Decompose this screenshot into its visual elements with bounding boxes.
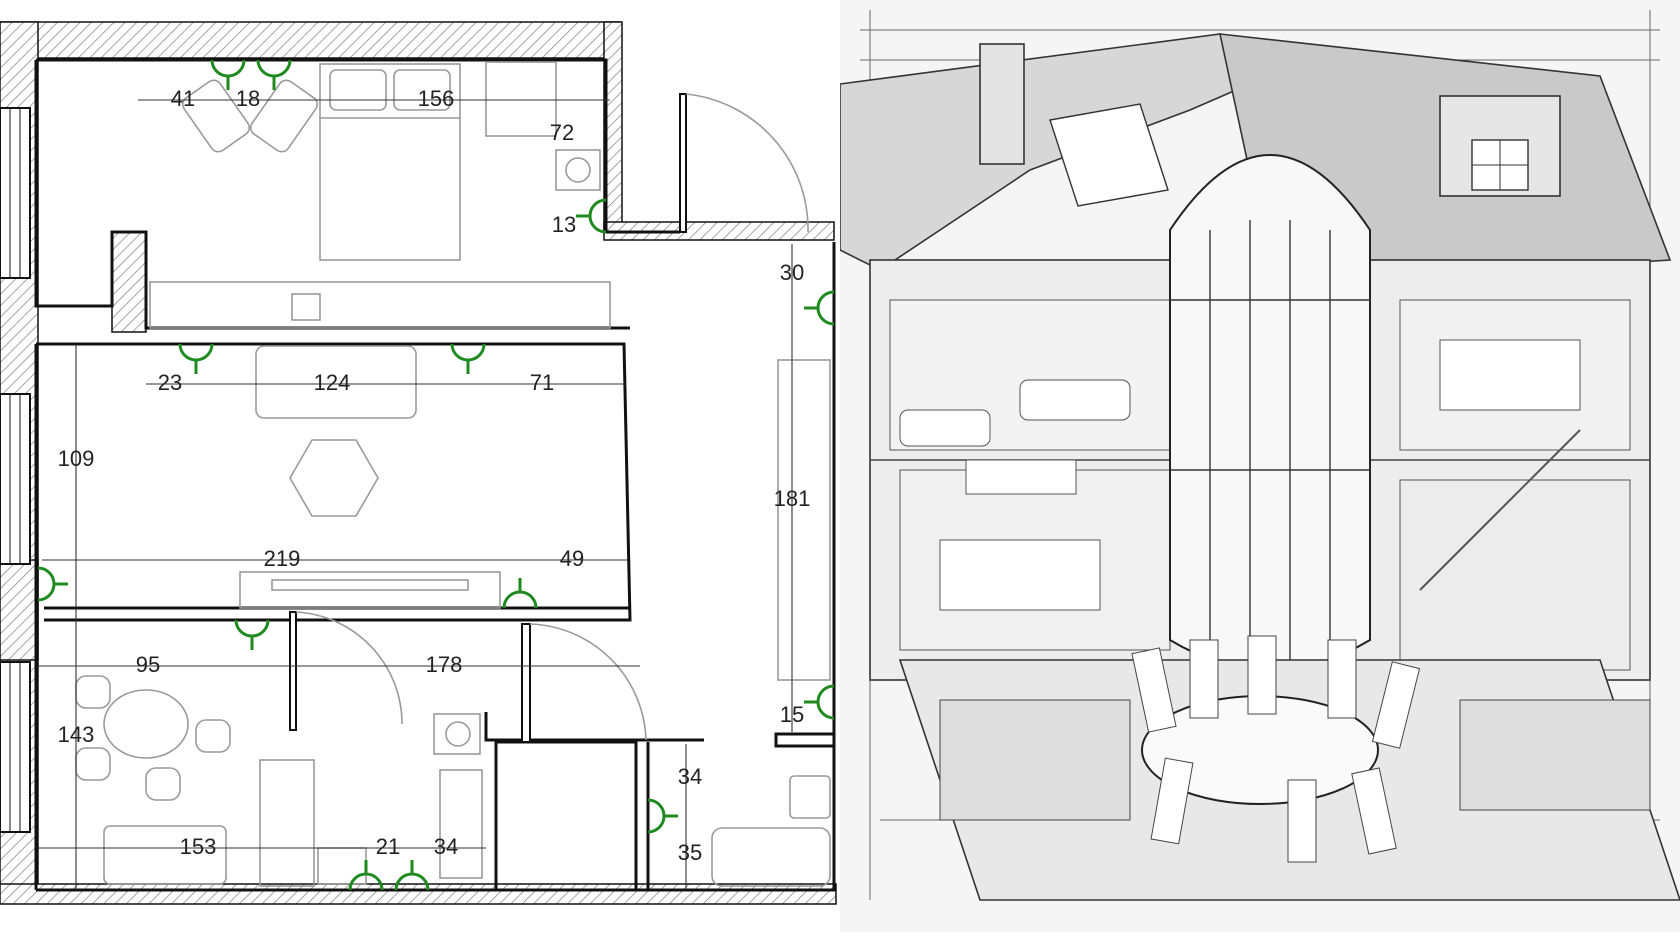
dim-dining-143: 143 [58,722,95,747]
interior-walls [34,58,836,892]
dim-living-71: 71 [530,370,554,395]
dim-bedroom-156: 156 [418,86,455,111]
dim-bedroom-13: 13 [552,212,576,237]
cutaway-house-sketch [839,0,1680,932]
dim-living-219: 219 [264,546,301,571]
dim-dining-21: 21 [376,834,400,859]
cutaway-house-drawing [839,0,1680,932]
dim-bath-35: 35 [678,840,702,865]
dim-dining-95: 95 [136,652,160,677]
dim-living-109: 109 [58,446,95,471]
dim-dining-34: 34 [434,834,458,859]
floor-plan: 41 18 156 72 13 30 181 15 23 124 71 109 … [0,0,840,932]
patio [898,635,1680,901]
doors [289,93,809,743]
glass-tower [1169,154,1371,672]
furniture [75,61,831,887]
dimension-lines [38,99,793,890]
dim-hall-30: 30 [780,260,804,285]
wall-sockets [37,59,835,891]
dimension-labels: 41 18 156 72 13 30 181 15 23 124 71 109 … [58,86,811,865]
exterior-walls [0,21,837,905]
dim-dining-153: 153 [180,834,217,859]
dim-hall-15: 15 [780,702,804,727]
dim-bath-34: 34 [678,764,702,789]
dim-living-49: 49 [560,546,584,571]
roof-skylight [1049,103,1169,207]
floor-plan-drawing: 41 18 156 72 13 30 181 15 23 124 71 109 … [0,21,837,905]
dim-bedroom-72: 72 [550,120,574,145]
chimney [979,43,1025,165]
left-windows [0,107,31,833]
dim-bedroom-18: 18 [236,86,260,111]
dim-bedroom-41: 41 [171,86,195,111]
dim-dining-178: 178 [426,652,463,677]
dim-living-124: 124 [314,370,351,395]
dim-hall-181: 181 [774,486,811,511]
interior-furniture [899,339,1581,611]
dim-living-23: 23 [158,370,182,395]
